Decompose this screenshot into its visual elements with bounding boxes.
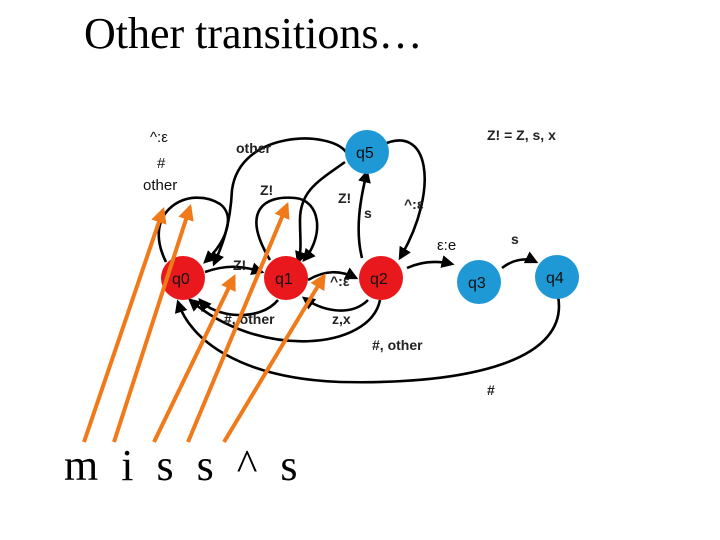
edge-q5-q1 [295, 160, 346, 265]
state-q1 [264, 256, 308, 300]
highlight-arrow-i [112, 203, 194, 443]
state-label-q1: q1 [275, 271, 293, 288]
state-label-q5: q5 [356, 145, 374, 162]
label-q1-q0: #, other [224, 311, 275, 327]
label-q2-q5: ^:ε [404, 196, 424, 212]
label-q0-q1: Z! [233, 257, 246, 273]
label-q3-q4: s [511, 231, 519, 247]
edge-q5-q2 [379, 139, 426, 261]
edge-q2-q3 [406, 255, 455, 270]
state-label-q4: q4 [546, 270, 564, 287]
state-q2 [359, 256, 403, 300]
label-q0-loop-3: other [143, 177, 177, 194]
state-label-q3: q3 [468, 275, 486, 292]
label-q5-q1: Z! [338, 190, 351, 206]
label-q5-q2: s [364, 205, 372, 221]
label-q2-q3: ε:e [437, 237, 456, 254]
edge-q3-q4 [501, 251, 539, 270]
label-q1-q2: ^:ε [330, 273, 350, 289]
state-label-q2: q2 [370, 271, 388, 288]
edge-q2-q1 [301, 296, 369, 312]
edge-q2-q5 [357, 169, 371, 259]
highlight-arrow-caret [222, 273, 326, 444]
slide-title: Other transitions… [84, 9, 423, 58]
edge-labels: ^:ε # other other Z! Z! Z! s ^:ε ^:ε ε:e… [143, 127, 556, 398]
label-q5-q0: other [236, 140, 272, 156]
state-q5 [345, 130, 389, 174]
highlight-arrow-s1 [152, 274, 236, 443]
input-string: m i s s ^ s [64, 441, 304, 490]
edges [157, 137, 561, 384]
label-q0-loop-2: # [157, 155, 166, 172]
highlight-arrows [82, 202, 326, 444]
state-labels: q0 q1 q2 q3 q4 q5 [172, 145, 564, 292]
highlight-arrow-m [82, 206, 167, 443]
label-q2-q0: #, other [372, 337, 423, 353]
edge-q2-q0 [188, 298, 382, 343]
label-q0-loop-1: ^:ε [150, 129, 168, 146]
edge-q0-q1 [204, 262, 265, 276]
edge-q1-loop [255, 196, 319, 262]
state-q4 [535, 255, 579, 299]
legend-text: Z! = Z, s, x [487, 127, 556, 143]
label-q4-q0: # [487, 382, 495, 398]
state-label-q0: q0 [172, 271, 190, 288]
edge-q5-q0 [212, 137, 348, 267]
label-q1-loop: Z! [260, 182, 273, 198]
label-q2-q1: z,x [332, 311, 351, 327]
state-q3 [457, 260, 501, 304]
edge-q1-q0 [198, 298, 280, 317]
edge-q4-q0 [174, 295, 561, 384]
highlight-arrow-s2 [186, 202, 290, 443]
